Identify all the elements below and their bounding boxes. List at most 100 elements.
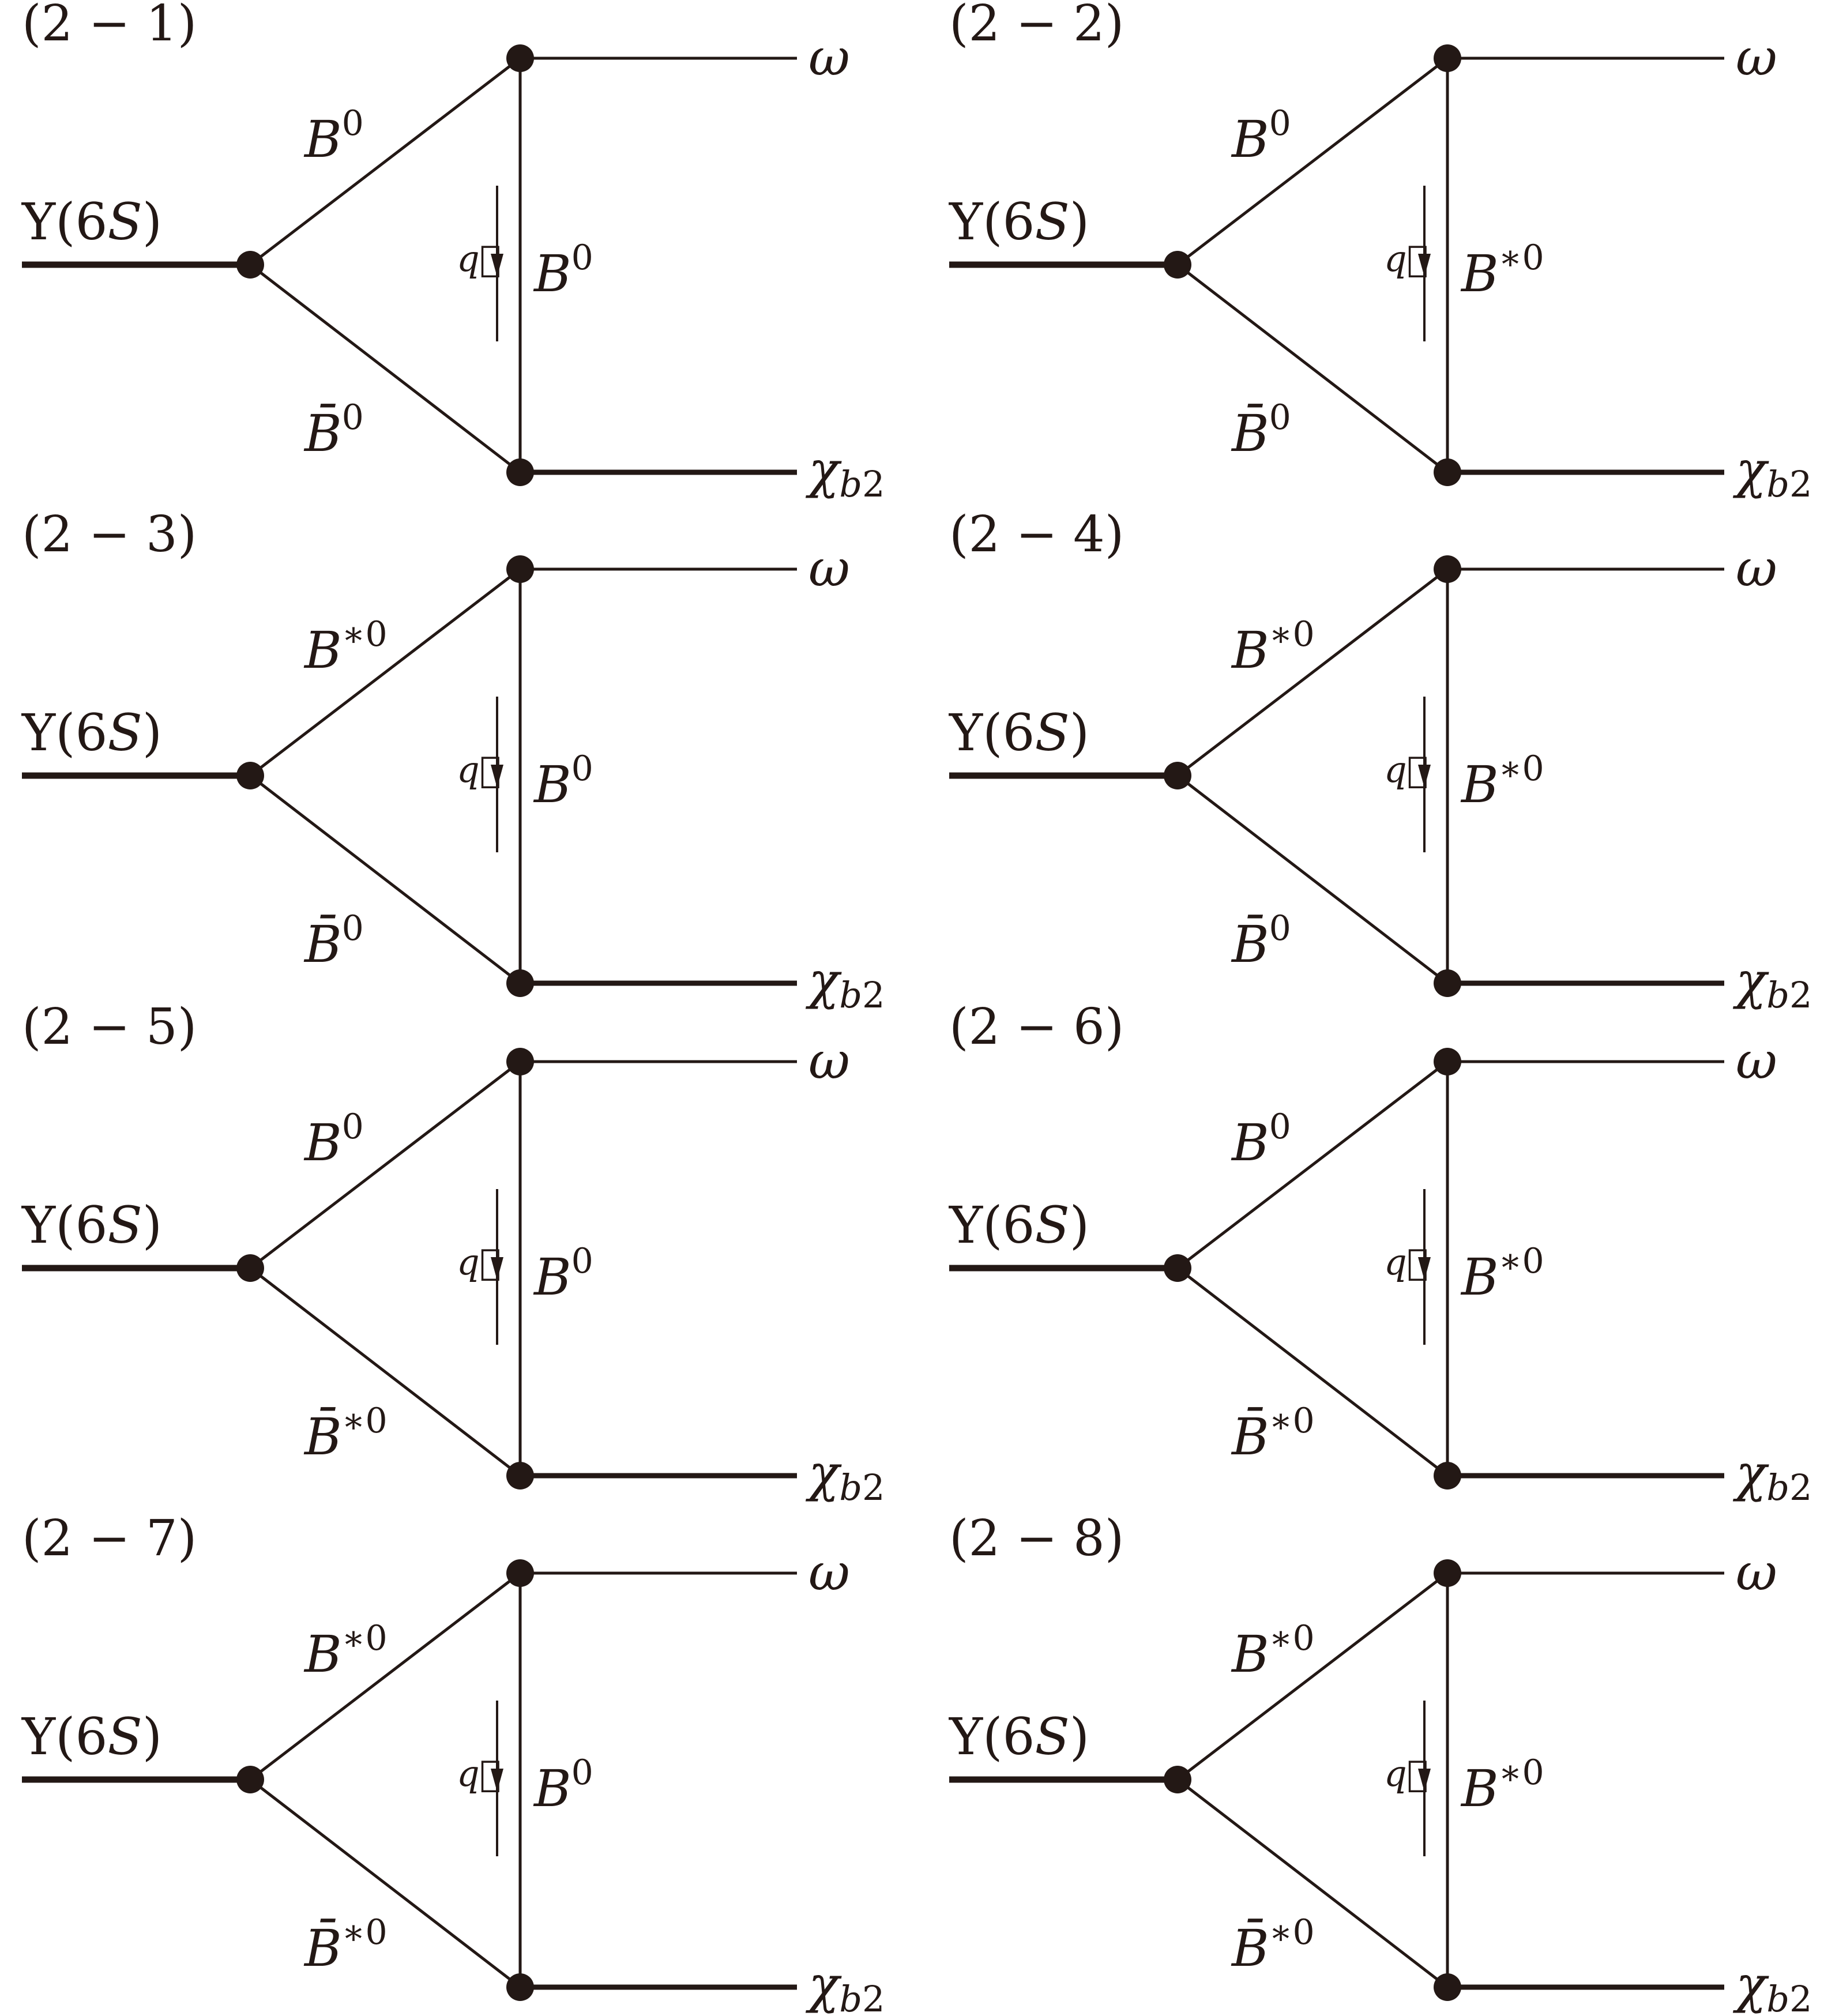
vertex-dot [1164,762,1191,789]
exchanged-meson-label: B0 [533,1752,593,1818]
lower-meson-label: B̄∗0 [1231,1401,1315,1466]
upper-meson-label: B0 [303,1107,364,1172]
lower-meson-line [1176,264,1449,473]
initial-state-label: Υ(6S) [949,192,1089,251]
initial-state-label: Υ(6S) [949,703,1089,762]
vertex-dot [236,251,264,279]
lower-meson-line [1176,1267,1449,1477]
vertex-dot [1434,44,1461,72]
upper-meson-label: B0 [1231,103,1291,169]
initial-state-label: Υ(6S) [949,1707,1089,1766]
vertex-dot [1164,1254,1191,1282]
upper-meson-line [1176,1572,1449,1781]
vertex-dot [506,555,534,583]
panel-tag: (2 − 7) [22,1510,197,1567]
momentum-label: q⃗ [457,1752,501,1795]
lower-meson-label: B̄0 [303,908,364,974]
vertex-dot [1434,555,1461,583]
final-heavy-label: χb2 [1732,1443,1812,1509]
panel-8: (2 − 8) Υ(6S) B∗0B̄∗0 B∗0 q⃗ ω χb2 [949,1510,1812,2016]
final-light-label: ω [808,539,850,598]
momentum-arrowhead [491,254,503,277]
upper-meson-line [249,1060,521,1269]
final-heavy-label: χb2 [1732,440,1812,505]
final-light-label: ω [808,1031,850,1090]
upper-meson-label: B∗0 [303,614,388,680]
lower-meson-label: B̄∗0 [303,1401,388,1466]
vertex-dot [236,762,264,789]
upper-meson-line [1176,568,1449,777]
upper-meson-line [1176,1060,1449,1269]
vertex-dot [1434,458,1461,486]
panel-tag: (2 − 6) [949,998,1124,1056]
lower-meson-line [249,1267,521,1477]
final-heavy-label: χb2 [1732,1955,1812,2016]
momentum-arrowhead [491,1769,503,1792]
lower-meson-line [1176,774,1449,984]
initial-state-label: Υ(6S) [21,192,162,251]
momentum-label: q⃗ [1384,238,1428,280]
momentum-label: q⃗ [1384,749,1428,791]
exchanged-meson-label: B0 [533,1241,593,1307]
vertex-dot [506,1973,534,2001]
final-light-label: ω [1736,1031,1777,1090]
momentum-label: q⃗ [1384,1241,1428,1283]
upper-meson-label: B0 [1231,1107,1291,1172]
initial-state-label: Υ(6S) [21,1707,162,1766]
lower-meson-line [249,1778,521,1988]
lower-meson-label: B̄∗0 [1231,1912,1315,1978]
momentum-label: q⃗ [457,1241,501,1283]
lower-meson-line [249,264,521,473]
vertex-dot [1434,1559,1461,1587]
vertex-dot [506,1559,534,1587]
exchanged-meson-label: B∗0 [1460,1752,1544,1818]
final-heavy-label: χb2 [805,440,885,505]
panel-tag: (2 − 2) [949,0,1124,52]
vertex-dot [236,1254,264,1282]
final-light-label: ω [808,28,850,87]
panel-5: (2 − 5) Υ(6S) B0B̄∗0 B0 q⃗ ω χb2 [21,998,885,1509]
momentum-arrowhead [1418,254,1431,277]
upper-meson-line [249,568,521,777]
exchanged-meson-label: B0 [533,238,593,303]
exchanged-meson-label: B0 [533,749,593,814]
initial-state-label: Υ(6S) [949,1195,1089,1255]
panel-tag: (2 − 4) [949,506,1124,563]
panel-tag: (2 − 3) [22,506,197,563]
vertex-dot [1164,1766,1191,1793]
final-heavy-label: χb2 [805,1443,885,1509]
final-light-label: ω [1736,1543,1777,1602]
initial-state-label: Υ(6S) [21,1195,162,1255]
momentum-arrowhead [491,765,503,788]
lower-meson-label: B̄0 [303,397,364,463]
upper-meson-line [249,57,521,266]
upper-meson-line [249,1572,521,1781]
momentum-label: q⃗ [1384,1752,1428,1795]
momentum-arrowhead [1418,1769,1431,1792]
vertex-dot [1434,969,1461,997]
exchanged-meson-label: B∗0 [1460,749,1544,814]
upper-meson-line [1176,57,1449,266]
upper-meson-label: B0 [303,103,364,169]
panel-6: (2 − 6) Υ(6S) B0B̄∗0 B∗0 q⃗ ω χb2 [949,998,1812,1509]
vertex-dot [1434,1973,1461,2001]
upper-meson-label: B∗0 [1231,1618,1315,1684]
exchanged-meson-label: B∗0 [1460,1241,1544,1307]
exchanged-meson-label: B∗0 [1460,238,1544,303]
vertex-dot [506,1048,534,1075]
final-heavy-label: χb2 [805,951,885,1016]
lower-meson-label: B̄∗0 [303,1912,388,1978]
final-light-label: ω [808,1543,850,1602]
final-heavy-label: χb2 [1732,951,1812,1016]
vertex-dot [506,1462,534,1490]
panel-tag: (2 − 8) [949,1510,1124,1567]
momentum-arrowhead [491,1257,503,1280]
lower-meson-line [249,774,521,984]
panel-tag: (2 − 5) [22,998,197,1056]
final-light-label: ω [1736,539,1777,598]
